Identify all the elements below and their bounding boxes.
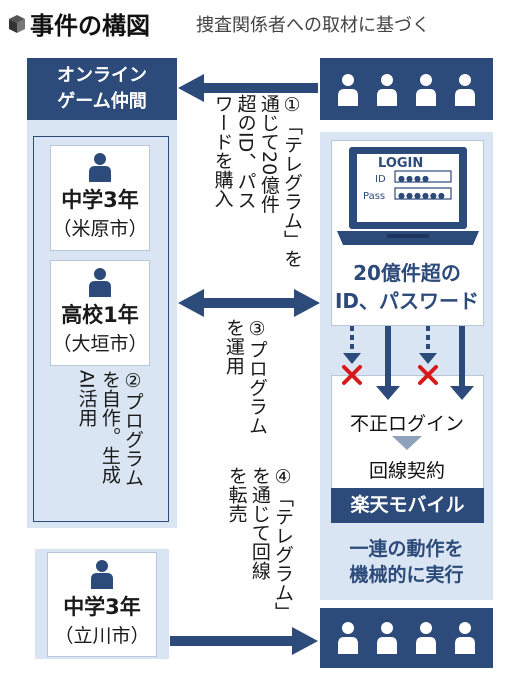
person-grade: 中学3年 bbox=[61, 188, 139, 212]
people-group-top bbox=[320, 58, 493, 120]
person-city: （米原市） bbox=[52, 218, 148, 240]
left-group-title-line1: オンライン bbox=[57, 65, 147, 86]
arrow-solid-2 bbox=[450, 326, 474, 400]
pass-mask: ●●●●●● bbox=[398, 191, 446, 200]
note-2-col1: プログラム bbox=[122, 392, 144, 487]
arrow-solid-1 bbox=[376, 326, 400, 400]
id-mask: ●●●● bbox=[398, 174, 430, 183]
step-4-col2: を通じて回線 bbox=[248, 466, 271, 580]
note-2: ②プログラム を自作。生成 AI活用 bbox=[56, 370, 146, 520]
note-2-num: ② bbox=[122, 370, 144, 392]
contract-label: 回線契約 bbox=[368, 460, 445, 482]
people-group-icon bbox=[338, 74, 475, 106]
step-4-text: ④「テレグラム」 を通じて回線 を転売 bbox=[224, 466, 294, 626]
step-1-col1: 「テレグラム」を bbox=[281, 116, 303, 268]
person-icon bbox=[91, 560, 113, 589]
step-4-col1: 「テレグラム」 bbox=[272, 488, 294, 621]
credentials-text: 20億件超の ID、パスワード bbox=[332, 259, 482, 315]
person-icon bbox=[89, 153, 111, 182]
person-tachikawa: 中学3年 （立川市） bbox=[35, 549, 169, 659]
step-3-text: ③プログラム を運用 bbox=[222, 318, 268, 458]
auto-line2: 機械的に実行 bbox=[349, 564, 464, 586]
rakuten-box: 不正ログイン 回線契約 楽天モバイル bbox=[331, 375, 484, 523]
cube-icon bbox=[9, 15, 25, 33]
note-2-col3: AI活用 bbox=[75, 370, 98, 427]
credentials-box: LOGIN ID ●●●● Pass ●●●●●● 20億件超の ID、パスワー… bbox=[331, 140, 484, 326]
header-subtitle: 捜査関係者への取材に基づく bbox=[196, 15, 430, 36]
arrow-dashed-1 bbox=[343, 326, 361, 364]
arrow-middle-bidirectional bbox=[178, 289, 320, 317]
left-group-title: オンライン ゲーム仲間 bbox=[27, 58, 177, 120]
left-group-inner bbox=[33, 136, 169, 522]
step-1-col4: ワードを購入 bbox=[211, 94, 234, 208]
arrow-bottom bbox=[170, 627, 318, 655]
fail-x-icon bbox=[342, 365, 362, 385]
step-3: ③プログラム を運用 bbox=[200, 318, 270, 458]
left-group-title-line2: ゲーム仲間 bbox=[57, 91, 147, 112]
laptop-icon bbox=[337, 147, 479, 245]
person-city: （大垣市） bbox=[52, 333, 148, 355]
header-title: 事件の構図 bbox=[30, 12, 150, 40]
person-yonehara: 中学3年 （米原市） bbox=[50, 145, 150, 251]
id-label: ID bbox=[375, 174, 386, 185]
person-grade: 中学3年 bbox=[63, 595, 141, 619]
pass-label: Pass bbox=[363, 191, 386, 202]
step-1-col2: 通じて20億件 bbox=[257, 94, 280, 214]
step-4-num: ④ bbox=[272, 466, 294, 488]
login-label: LOGIN bbox=[378, 156, 424, 171]
people-group-icon bbox=[338, 622, 475, 654]
step-4: ④「テレグラム」 を通じて回線 を転売 bbox=[196, 466, 296, 626]
company-label: 楽天モバイル bbox=[331, 488, 484, 523]
step-4-col3: を転売 bbox=[225, 466, 248, 523]
illegal-login-label: 不正ログイン bbox=[349, 413, 464, 435]
arrow-dashed-2 bbox=[419, 326, 437, 364]
auto-line1: 一連の動作を bbox=[349, 538, 464, 560]
header: 事件の構図 捜査関係者への取材に基づく bbox=[8, 6, 513, 40]
down-triangle-icon bbox=[392, 436, 422, 450]
step-1-col3: 超のID、パス bbox=[234, 94, 257, 210]
step-3-col2: を運用 bbox=[222, 318, 245, 375]
people-group-bottom bbox=[320, 608, 493, 668]
arrow-top bbox=[178, 74, 318, 102]
note-2-text: ②プログラム を自作。生成 AI活用 bbox=[74, 370, 144, 520]
fail-x-icon bbox=[418, 365, 438, 385]
credentials-line1: 20億件超の bbox=[353, 261, 461, 285]
person-city: （立川市） bbox=[54, 625, 150, 647]
person-grade: 高校1年 bbox=[61, 303, 139, 327]
step-1-num: ① bbox=[281, 94, 303, 116]
person-icon bbox=[89, 268, 111, 297]
auto-text: 一連の動作を 機械的に実行 bbox=[320, 536, 493, 588]
credentials-line2: ID、パスワード bbox=[334, 289, 480, 313]
step-1-text: ①「テレグラム」を 通じて20億件 超のID、パス ワードを購入 bbox=[210, 94, 303, 289]
note-2-col2: を自作。生成 bbox=[98, 370, 121, 484]
step-3-col1: プログラム bbox=[246, 340, 268, 435]
step-1: ①「テレグラム」を 通じて20億件 超のID、パス ワードを購入 bbox=[190, 94, 305, 289]
step-3-num: ③ bbox=[246, 318, 268, 340]
person-ogaki: 高校1年 （大垣市） bbox=[50, 260, 150, 366]
